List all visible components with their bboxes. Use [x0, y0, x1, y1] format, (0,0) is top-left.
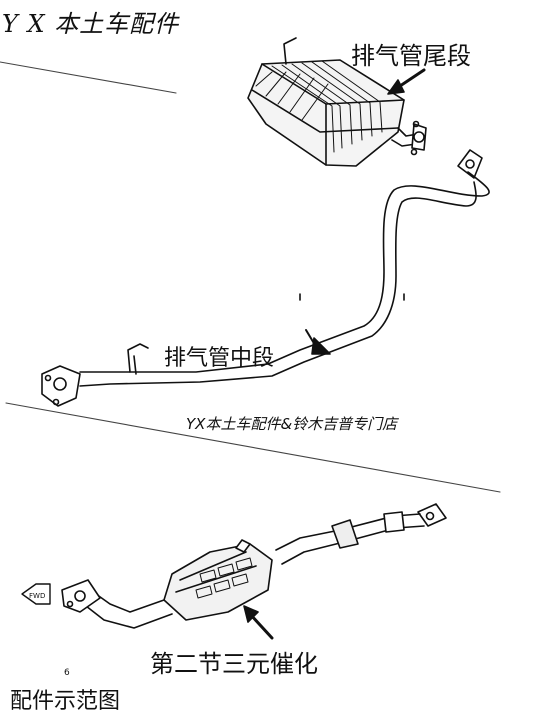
shop-name: YX本土车配件&铃木吉普专门店	[186, 415, 398, 433]
fwd-label: FWD	[29, 592, 45, 600]
middle-arrow	[305, 329, 331, 355]
divider-lines	[0, 61, 501, 493]
middle-pipe	[41, 149, 490, 407]
diagram-caption: 配件示范图	[10, 689, 121, 714]
fwd-indicator: FWD	[21, 583, 51, 605]
catalytic-section-label: 第二节三元催化	[150, 650, 318, 678]
catalytic-arrow	[243, 605, 274, 640]
catalytic-converter	[61, 503, 447, 629]
middle-section-label: 排气管中段	[164, 346, 275, 371]
tail-section-label: 排气管尾段	[351, 42, 471, 70]
page-number: 6	[64, 668, 70, 678]
tail-muffler	[247, 37, 427, 167]
brand-watermark: Y X 本土车配件	[2, 10, 180, 38]
tail-arrow	[387, 68, 426, 95]
